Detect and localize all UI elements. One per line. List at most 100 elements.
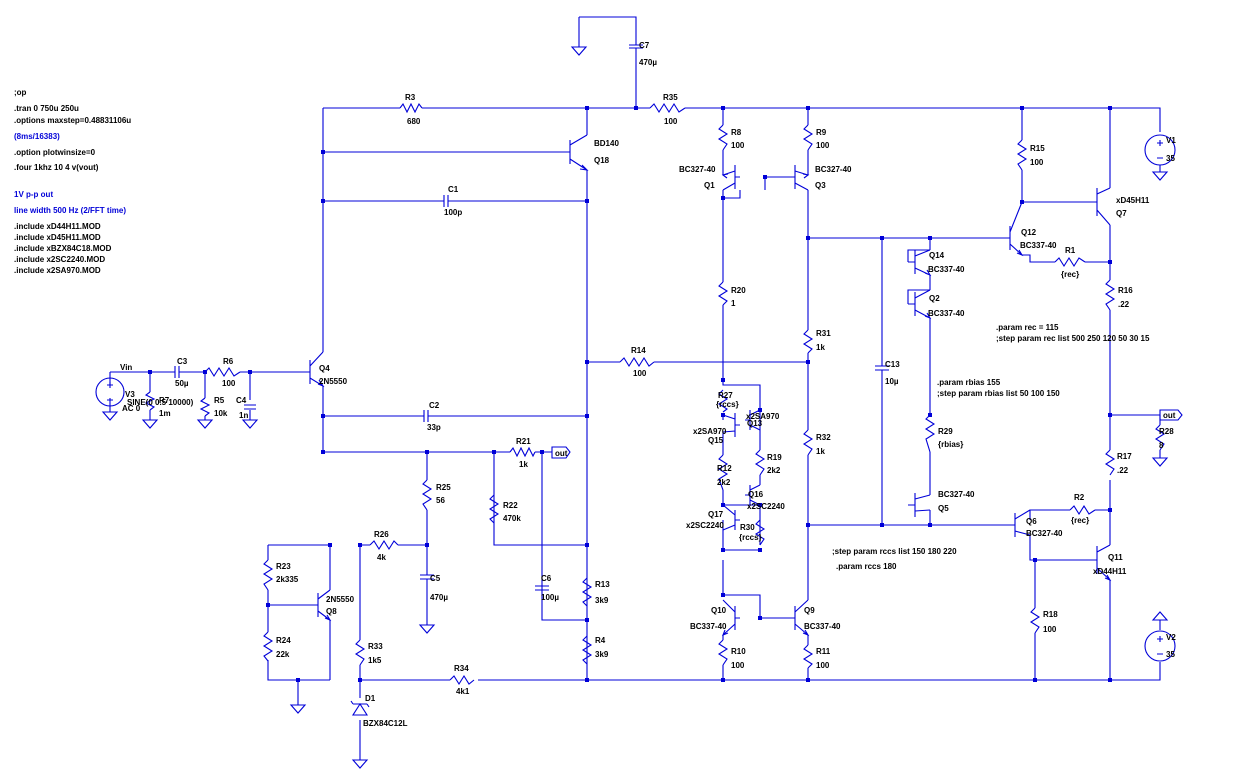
value-label: 10µ — [885, 377, 899, 386]
ref-label: Q17 — [708, 510, 724, 519]
value-label: 3k9 — [595, 596, 609, 605]
ref-label: V1 — [1166, 136, 1176, 145]
resistor-r32 — [802, 429, 814, 456]
component-labels: R3 680 R35 100 C7 470µ BD140 Q18 C1 100p… — [122, 41, 1176, 728]
value-label: 33p — [427, 423, 441, 432]
value-label: 680 — [407, 117, 421, 126]
resistor-r19 — [754, 449, 766, 476]
value-label: 4k — [377, 553, 386, 562]
ref-label: R8 — [731, 128, 742, 137]
value-label: 100 — [222, 379, 236, 388]
transistor-q14 — [908, 249, 932, 277]
value-label: 2k2 — [767, 466, 781, 475]
resistor-r33 — [354, 639, 366, 666]
value-label: 100µ — [541, 593, 559, 602]
ref-label: R23 — [276, 562, 291, 571]
value-label: 1n — [239, 411, 248, 420]
comment: line width 500 Hz (2/FFT time) — [14, 206, 126, 215]
transistor-q18 — [560, 134, 589, 171]
value-label: 470µ — [430, 593, 448, 602]
ref-label: R25 — [436, 483, 451, 492]
resistor-r17 — [1104, 449, 1116, 476]
ref-label: C4 — [236, 396, 247, 405]
ref-label: R3 — [405, 93, 416, 102]
ref-label: R33 — [368, 642, 383, 651]
value-label: 1 — [731, 299, 736, 308]
ref-label: R34 — [454, 664, 469, 673]
ref-label: Q10 — [711, 606, 727, 615]
resistor-r4 — [581, 635, 593, 665]
net-flags — [551, 409, 1183, 459]
resistor-r24 — [262, 631, 274, 662]
value-label: x2SC2240 — [747, 502, 785, 511]
value-label: 35 — [1166, 154, 1175, 163]
transistor-q11 — [1088, 544, 1112, 582]
value-label: BZX84C12L — [363, 719, 408, 728]
ref-label: R7 — [159, 396, 170, 405]
ref-label: R1 — [1065, 246, 1076, 255]
ref-label: R35 — [663, 93, 678, 102]
ref-label: C3 — [177, 357, 188, 366]
ref-label: R32 — [816, 433, 831, 442]
value-label: .22 — [1118, 300, 1130, 309]
resistor-r3 — [399, 102, 423, 114]
ref-label: R18 — [1043, 610, 1058, 619]
sources — [95, 134, 1176, 716]
directive: .param rec = 115 — [996, 323, 1059, 332]
resistor-r28 — [1154, 424, 1166, 451]
ref-label: R26 — [374, 530, 389, 539]
value-label: 1k — [519, 460, 528, 469]
value-label: 4k1 — [456, 687, 470, 696]
ref-label: V2 — [1166, 633, 1176, 642]
transistor-q9 — [790, 599, 810, 637]
value-label: .22 — [1117, 466, 1129, 475]
value-label: 100 — [731, 141, 745, 150]
ref-label: R16 — [1118, 286, 1133, 295]
resistor-r35 — [649, 102, 686, 114]
ref-label: R11 — [816, 647, 831, 656]
directive: .four 1khz 10 4 v(vout) — [14, 163, 99, 172]
value-label: BC337-40 — [804, 622, 841, 631]
ref-label: Q3 — [815, 181, 826, 190]
ref-label: R31 — [816, 329, 831, 338]
value-label: 100 — [816, 141, 830, 150]
directive: ;step param rccs list 150 180 220 — [832, 547, 957, 556]
value-label: BC327-40 — [938, 490, 975, 499]
value-label: x2SA970 — [746, 412, 780, 421]
value-label: 470k — [503, 514, 521, 523]
value-label: 8 — [1159, 441, 1164, 450]
value-label: AC 0 — [122, 404, 141, 413]
value-label: BC327-40 — [1026, 529, 1063, 538]
ref-label: Q5 — [938, 504, 949, 513]
value-label: x2SA970 — [693, 427, 727, 436]
ref-label: R2 — [1074, 493, 1085, 502]
ref-label: Q11 — [1108, 553, 1123, 562]
value-label: 56 — [436, 496, 445, 505]
transistor-q15 — [722, 413, 740, 437]
directive: .param rbias 155 — [937, 378, 1001, 387]
resistor-r12 — [717, 454, 729, 491]
capacitor-c4 — [244, 404, 256, 410]
value-label: 470µ — [639, 58, 657, 67]
ref-label: R24 — [276, 636, 291, 645]
value-label: SINE(0 0.5 10000) — [127, 398, 194, 407]
capacitor-c7 — [629, 44, 643, 68]
capacitor-c1 — [440, 195, 452, 207]
voltage-source-v2 — [1144, 630, 1176, 662]
directive: .param rccs 180 — [836, 562, 897, 571]
ref-label: R10 — [731, 647, 746, 656]
value-label: 1k — [816, 447, 825, 456]
value-label: 2k2 — [717, 478, 731, 487]
net-label-texts: Vin out out — [120, 363, 1176, 458]
resistor-r20 — [717, 281, 729, 306]
resistor-r5 — [199, 397, 211, 417]
ref-label: R4 — [595, 636, 606, 645]
value-label: BC327-40 — [815, 165, 852, 174]
ref-label: Q2 — [929, 294, 940, 303]
ref-label: R29 — [938, 427, 953, 436]
transistor-q2 — [908, 289, 932, 320]
value-label: 100 — [731, 661, 745, 670]
resistor-r13 — [581, 577, 593, 607]
value-label: BC337-40 — [1020, 241, 1057, 250]
